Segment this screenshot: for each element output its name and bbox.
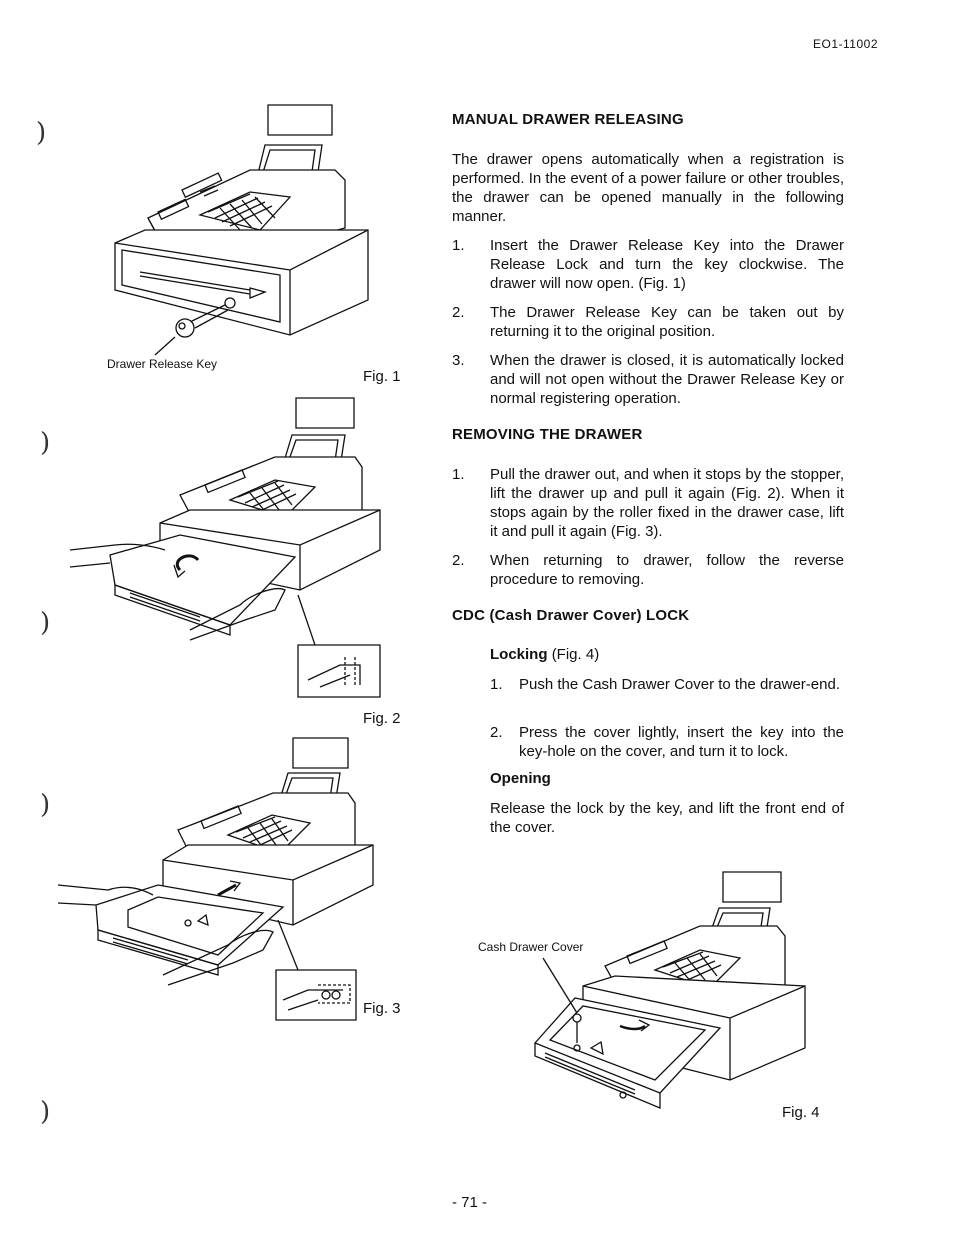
- margin-mark: ): [36, 118, 47, 148]
- cash-drawer-cover-callout: Cash Drawer Cover: [478, 940, 584, 954]
- list-item: 1. Push the Cash Drawer Cover to the dra…: [490, 675, 844, 694]
- locking-heading: Locking (Fig. 4): [490, 646, 599, 663]
- list-item: 1. Insert the Drawer Release Key into th…: [452, 236, 844, 293]
- fig1-illustration: [100, 100, 390, 370]
- list-number: 2.: [452, 304, 465, 321]
- list-text: Press the cover lightly, insert the key …: [519, 724, 844, 760]
- opening-paragraph: Release the lock by the key, and lift th…: [490, 800, 844, 836]
- margin-mark: ): [40, 428, 51, 458]
- list-item: 2. The Drawer Release Key can be taken o…: [452, 303, 844, 341]
- fig2-label: Fig. 2: [363, 710, 401, 727]
- manual-drawer-releasing-title: MANUAL DRAWER RELEASING: [452, 111, 684, 128]
- removing-drawer-title: REMOVING THE DRAWER: [452, 426, 643, 443]
- fig3-illustration: [58, 735, 378, 1025]
- list-item: 2. Press the cover lightly, insert the k…: [490, 723, 844, 761]
- list-number: 2.: [490, 724, 503, 741]
- fig2-illustration: [70, 395, 390, 705]
- list-number: 1.: [490, 676, 503, 693]
- list-number: 3.: [452, 352, 465, 369]
- fig1-label: Fig. 1: [363, 368, 401, 385]
- list-text: The Drawer Release Key can be taken out …: [490, 304, 844, 340]
- list-number: 2.: [452, 552, 465, 569]
- opening-title: Opening: [490, 770, 551, 787]
- list-text: Push the Cash Drawer Cover to the drawer…: [519, 676, 840, 693]
- list-item: 2. When returning to drawer, follow the …: [452, 551, 844, 589]
- list-text: When the drawer is closed, it is automat…: [490, 352, 844, 407]
- fig4-illustration: [505, 868, 810, 1123]
- margin-mark: ): [40, 608, 51, 638]
- drawer-release-key-callout: Drawer Release Key: [107, 357, 218, 371]
- locking-title: Locking: [490, 646, 548, 663]
- fig4-label: Fig. 4: [782, 1104, 820, 1121]
- list-item: 3. When the drawer is closed, it is auto…: [452, 351, 844, 408]
- list-text: Pull the drawer out, and when it stops b…: [490, 466, 844, 540]
- margin-mark: ): [40, 790, 51, 820]
- list-text: When returning to drawer, follow the rev…: [490, 552, 844, 588]
- list-number: 1.: [452, 466, 465, 483]
- manual-intro-paragraph: The drawer opens automatically when a re…: [452, 151, 844, 225]
- cdc-lock-title: CDC (Cash Drawer Cover) LOCK: [452, 607, 690, 624]
- list-item: 1. Pull the drawer out, and when it stop…: [452, 465, 844, 541]
- fig3-label: Fig. 3: [363, 1000, 401, 1017]
- list-text: Insert the Drawer Release Key into the D…: [490, 237, 844, 292]
- locking-fig-ref: (Fig. 4): [551, 646, 600, 663]
- document-id: EO1-11002: [813, 37, 878, 51]
- list-number: 1.: [452, 237, 465, 254]
- page-number: - 71 -: [452, 1194, 488, 1211]
- margin-mark: ): [40, 1097, 51, 1127]
